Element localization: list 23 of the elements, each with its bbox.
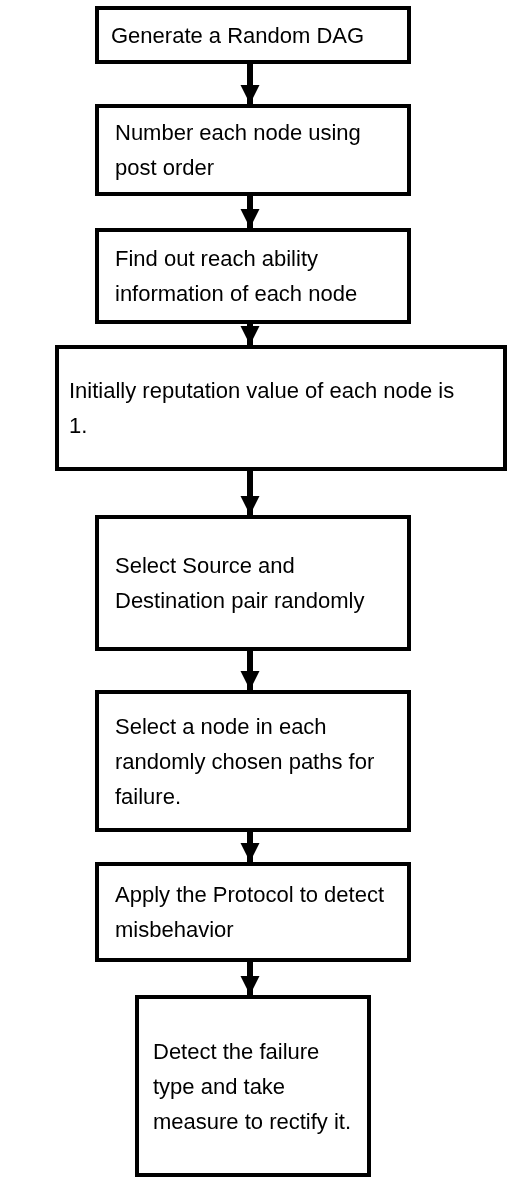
process-box xyxy=(95,104,411,196)
process-box xyxy=(95,515,411,651)
step-text: Detect the failure type and take measure to rectify it. xyxy=(153,1037,353,1136)
step-text: Select a node in each randomly chosen paths for failure. xyxy=(115,712,376,811)
process-box xyxy=(135,995,371,1177)
arrow xyxy=(240,196,260,228)
process-box xyxy=(95,862,411,962)
step-text: Initially reputation value of each node is 1. xyxy=(69,377,456,440)
arrow xyxy=(240,324,260,345)
arrow xyxy=(240,651,260,690)
process-box xyxy=(95,690,411,832)
process-box xyxy=(95,6,411,64)
arrow xyxy=(240,64,260,104)
process-box xyxy=(95,228,411,324)
step-text: Generate a Random DAG xyxy=(111,21,365,50)
arrow xyxy=(240,832,260,862)
step-text: Find out reach ability information of each node xyxy=(115,245,359,308)
step-text: Select Source and Destination pair randomly xyxy=(115,552,366,615)
process-box xyxy=(55,345,507,471)
arrow xyxy=(240,962,260,995)
arrow xyxy=(240,471,260,515)
step-text: Apply the Protocol to detect misbehavior xyxy=(115,881,386,944)
step-text: Number each node using post order xyxy=(115,119,362,182)
